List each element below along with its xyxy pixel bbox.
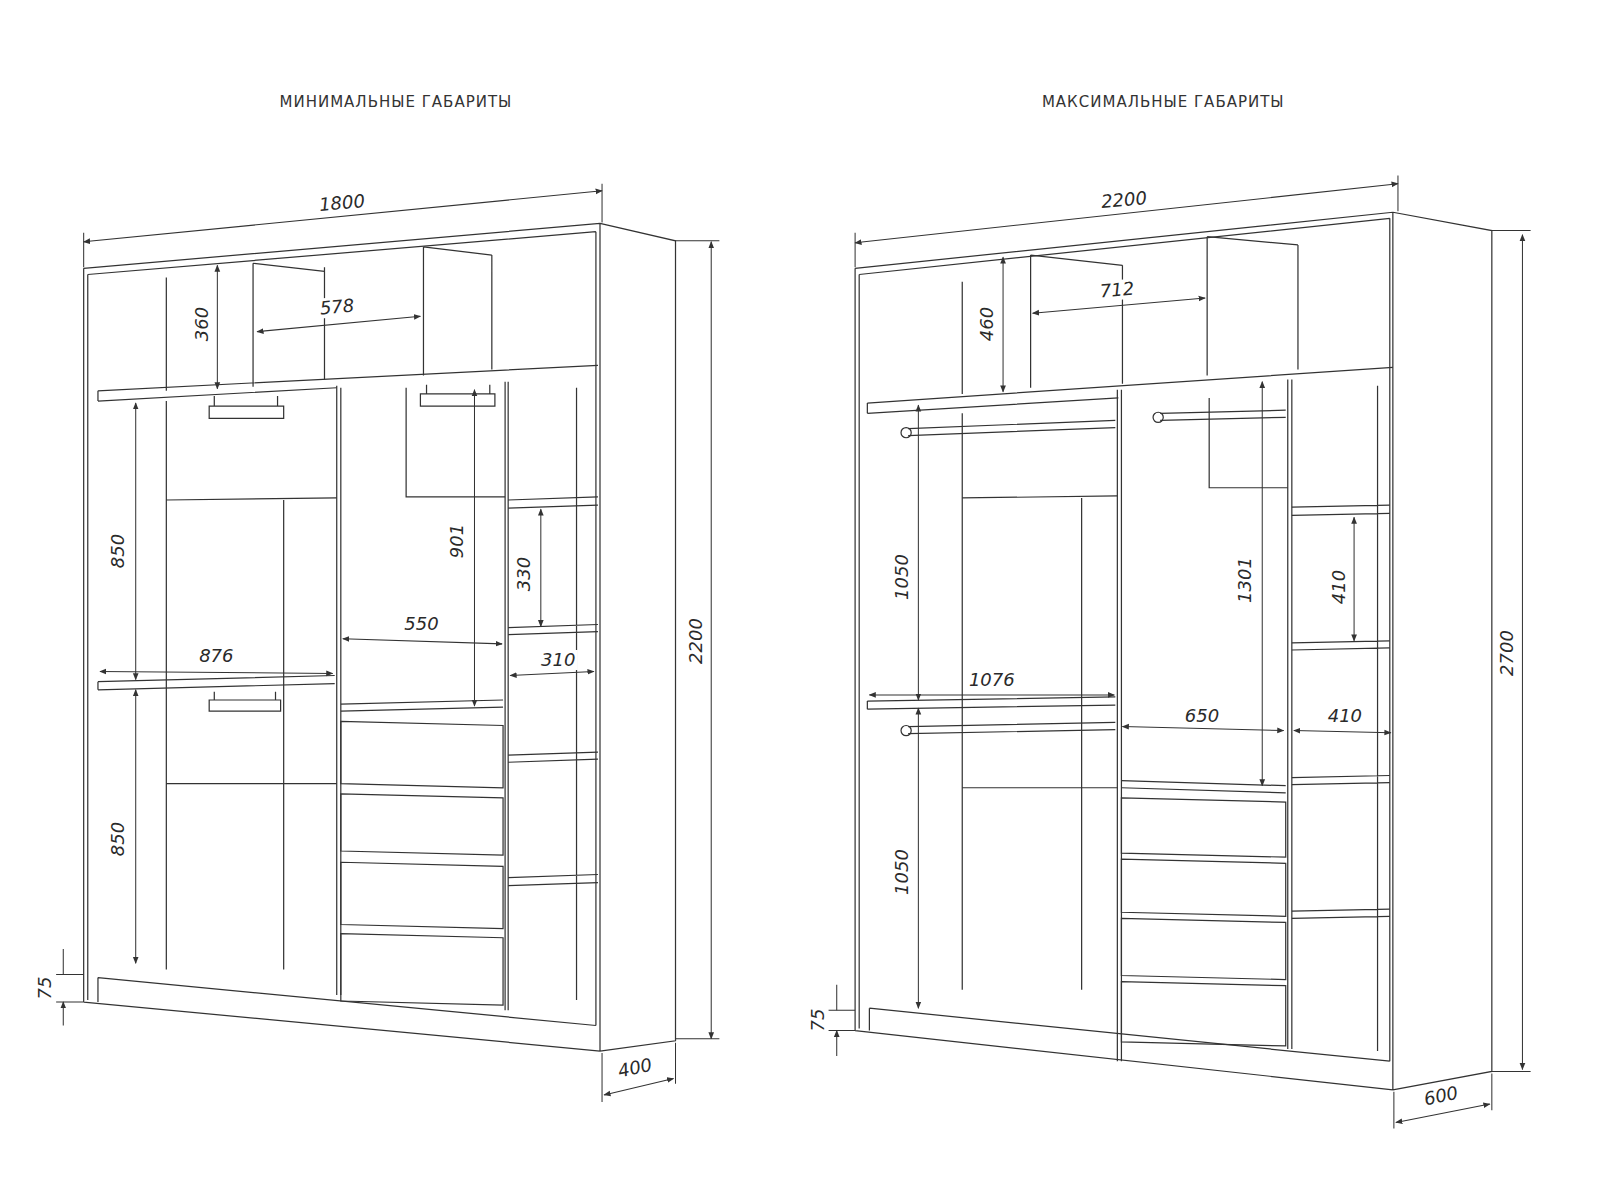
dimension-label: 460 <box>977 305 997 343</box>
dimension-label: 578 <box>317 296 357 319</box>
dimension-label: 876 <box>197 646 235 666</box>
dimension-label: 650 <box>1183 706 1221 726</box>
view-heading: МИНИМАЛЬНЫЕ ГАБАРИТЫ <box>277 94 514 111</box>
wardrobe-max <box>855 212 1492 1090</box>
dimension-label: 850 <box>108 820 128 858</box>
dimension-label: 1076 <box>967 670 1017 690</box>
dimension-label: 410 <box>1329 568 1349 606</box>
dimension-label: 75 <box>808 1007 828 1034</box>
dimension-label: 2200 <box>1099 188 1150 212</box>
dimension-label: 1301 <box>1235 555 1255 605</box>
dimension-label: 600 <box>1420 1082 1462 1110</box>
dimension-label: 310 <box>539 650 577 670</box>
dimension-label: 850 <box>108 532 128 570</box>
wardrobe-min <box>84 223 676 1051</box>
dimension-lines-min <box>56 184 719 1102</box>
dimension-label: 712 <box>1097 278 1137 301</box>
dimension-label: 1800 <box>316 191 367 215</box>
dimension-label: 1050 <box>892 848 912 898</box>
dimension-label: 330 <box>514 555 534 593</box>
dimension-lines-max <box>829 176 1531 1129</box>
dimension-label: 360 <box>192 305 212 343</box>
dimension-label: 2700 <box>1497 628 1517 678</box>
dimension-label: 901 <box>447 522 467 560</box>
dimension-label: 75 <box>35 974 55 1001</box>
dimension-label: 2200 <box>686 616 706 666</box>
dimension-label: 1050 <box>892 552 912 602</box>
dimension-label: 410 <box>1326 706 1364 726</box>
view-heading: МАКСИМАЛЬНЫЕ ГАБАРИТЫ <box>1040 94 1287 111</box>
dimension-label: 550 <box>402 614 440 634</box>
dimension-label: 400 <box>614 1055 656 1083</box>
